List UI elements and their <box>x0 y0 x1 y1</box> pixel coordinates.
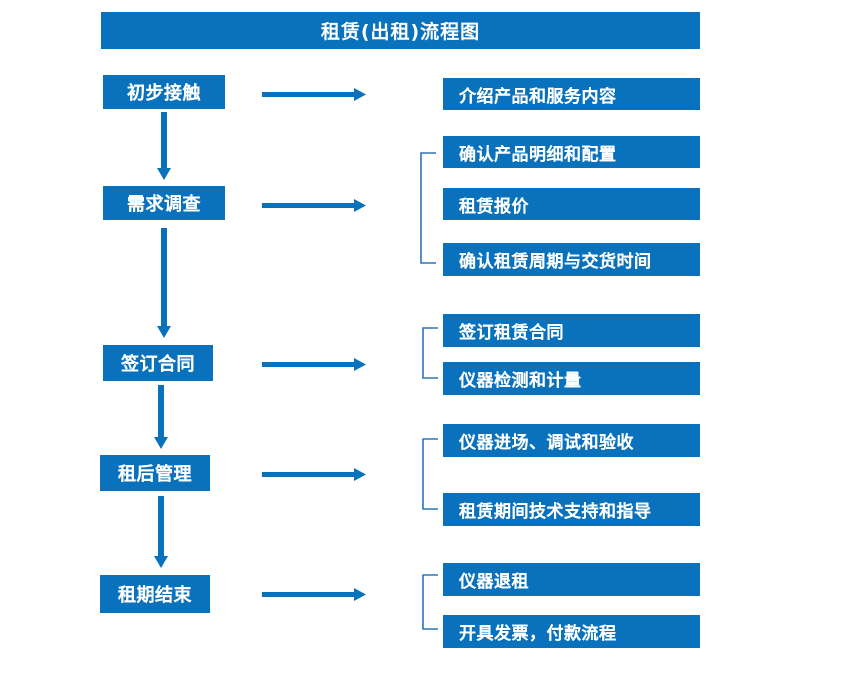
bracket-end-group-icon <box>422 574 438 630</box>
stage-box-3[interactable]: 签订合同 <box>103 345 213 381</box>
detail-box-4[interactable]: 确认租赁周期与交货时间 <box>443 243 700 276</box>
stage-box-4[interactable]: 租后管理 <box>100 455 210 491</box>
arrow-requirement-to-contract-icon <box>153 228 175 338</box>
bracket-postrent-group-icon <box>422 438 438 510</box>
page-title: 租赁(出租)流程图 <box>101 12 700 49</box>
arrow-postrent-to-end-icon <box>150 496 172 568</box>
detail-box-6[interactable]: 仪器检测和计量 <box>443 362 700 395</box>
detail-box-2[interactable]: 确认产品明细和配置 <box>443 136 700 168</box>
detail-box-5[interactable]: 签订租赁合同 <box>443 314 700 347</box>
stage-box-1[interactable]: 初步接触 <box>103 75 225 109</box>
arrow-to-contract-icon <box>262 355 366 375</box>
detail-box-9[interactable]: 仪器退租 <box>443 563 700 596</box>
stage-box-5[interactable]: 租期结束 <box>100 575 210 613</box>
arrow-contact-to-requirement-icon <box>153 112 175 180</box>
detail-box-1[interactable]: 介绍产品和服务内容 <box>443 78 700 110</box>
detail-box-10[interactable]: 开具发票，付款流程 <box>443 615 700 648</box>
detail-box-7[interactable]: 仪器进场、调试和验收 <box>443 424 700 457</box>
detail-box-3[interactable]: 租赁报价 <box>443 188 700 220</box>
detail-box-8[interactable]: 租赁期间技术支持和指导 <box>443 493 700 526</box>
stage-box-2[interactable]: 需求调查 <box>103 186 225 220</box>
bracket-contract-group-icon <box>422 327 438 379</box>
arrow-to-postrent-icon <box>262 465 366 485</box>
arrow-contract-to-postrent-icon <box>150 385 172 449</box>
bracket-requirement-group-icon <box>420 152 436 264</box>
arrow-to-intro-icon <box>262 85 366 105</box>
arrow-to-end-icon <box>262 585 366 605</box>
arrow-to-requirements-icon <box>262 196 366 216</box>
